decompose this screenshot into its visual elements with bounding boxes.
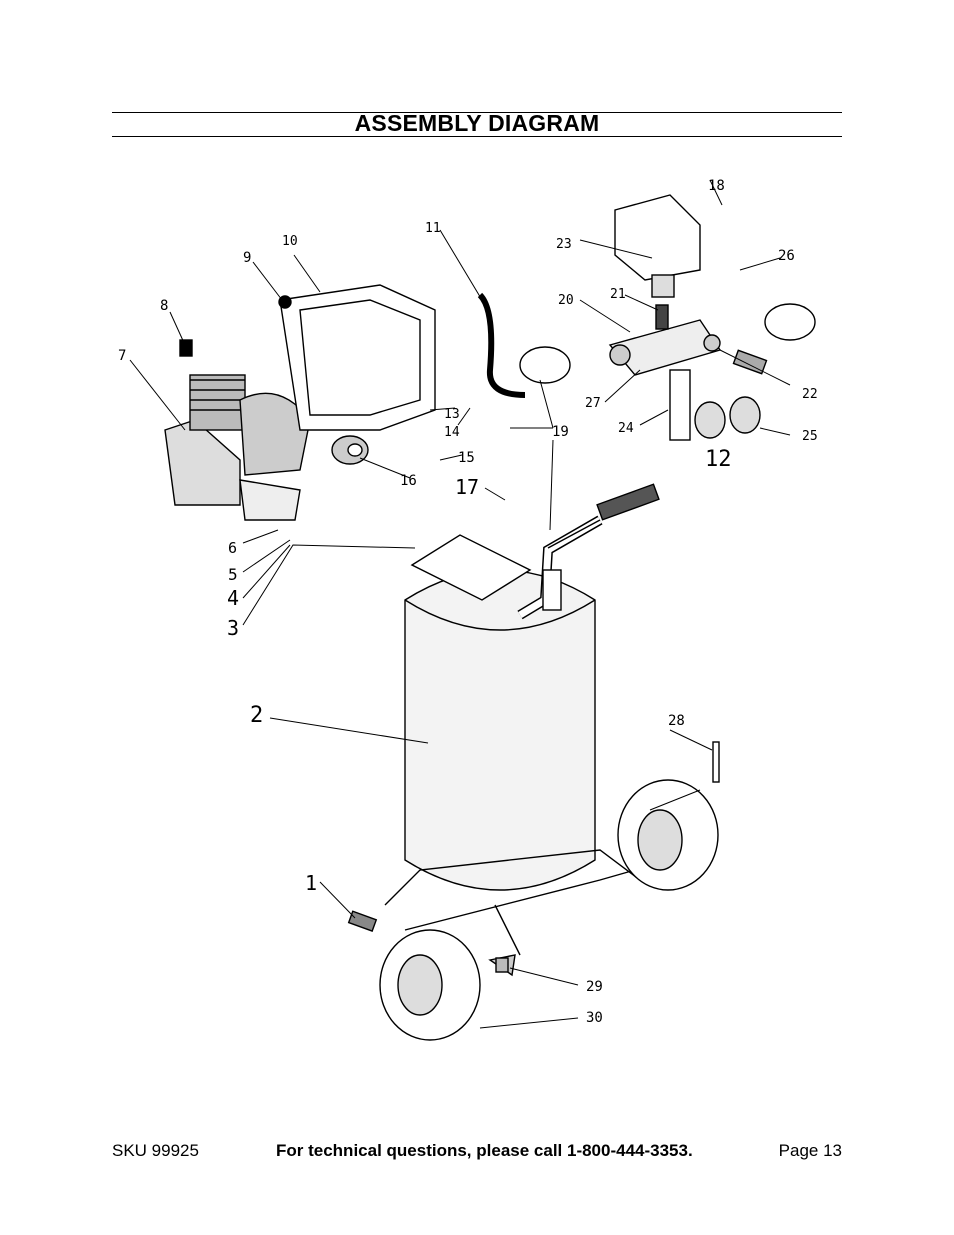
part-label: 23 [556, 237, 572, 252]
part-label: 29 [586, 979, 603, 995]
manifold [608, 304, 722, 441]
part-label: 5 [228, 565, 238, 584]
part-label: 6 [228, 539, 237, 557]
coil-line [547, 483, 660, 549]
drain-valve [347, 910, 378, 932]
part-labels: 1 2 3 4 5 6 7 8 9 10 11 12 13 14 15 16 1… [118, 178, 818, 1026]
part-label: 19 [552, 424, 569, 440]
fitting [495, 957, 509, 973]
part-label: 13 [444, 407, 460, 422]
coupler [732, 349, 768, 375]
part-label: 11 [425, 221, 441, 236]
shroud [278, 284, 436, 431]
part-label: 1 [305, 871, 317, 895]
pressure-switch [614, 194, 701, 298]
sku-label: SKU 99925 [112, 1141, 199, 1160]
title-rule-top [112, 112, 842, 113]
support-phone: For technical questions, please call 1-8… [276, 1141, 693, 1160]
part-label: 17 [455, 475, 479, 499]
pump-assembly [164, 339, 311, 521]
part-label: 4 [227, 586, 239, 610]
safety-valve [712, 741, 720, 783]
part-label: 25 [802, 429, 818, 444]
part-label: 24 [618, 421, 634, 436]
part-label: 2 [250, 703, 263, 728]
part-label: 12 [705, 447, 732, 472]
page-number: Page 13 [778, 1141, 842, 1160]
part-label: 28 [668, 713, 685, 729]
gauge-left [519, 346, 571, 384]
part-label: 22 [802, 387, 818, 402]
part-label: 15 [458, 450, 475, 466]
part-label: 14 [444, 425, 460, 440]
part-label: 27 [585, 396, 601, 411]
part-label: 20 [558, 293, 574, 308]
part-label: 16 [400, 473, 417, 489]
part-label: 3 [227, 616, 239, 640]
part-label: 10 [282, 234, 298, 249]
part-label: 18 [708, 178, 725, 194]
hose [477, 292, 526, 398]
leader-lines [129, 179, 791, 1029]
part-label: 21 [610, 287, 626, 302]
part-label: 30 [586, 1010, 603, 1026]
part-label: 8 [160, 298, 168, 314]
part-label: 26 [778, 248, 795, 264]
assembly-diagram: 1 2 3 4 5 6 7 8 9 10 11 12 13 14 15 16 1… [118, 178, 818, 1041]
part-label: 9 [243, 250, 251, 266]
coupler-left [694, 401, 726, 439]
page-title: ASSEMBLY DIAGRAM [354, 110, 600, 136]
air-tank [404, 515, 603, 891]
part-label: 7 [118, 348, 126, 364]
gauge-right [764, 303, 816, 341]
title-rule-bottom [112, 136, 842, 137]
frame-and-wheels [379, 779, 719, 1041]
coupler-right [729, 396, 761, 434]
pulley [331, 435, 369, 465]
